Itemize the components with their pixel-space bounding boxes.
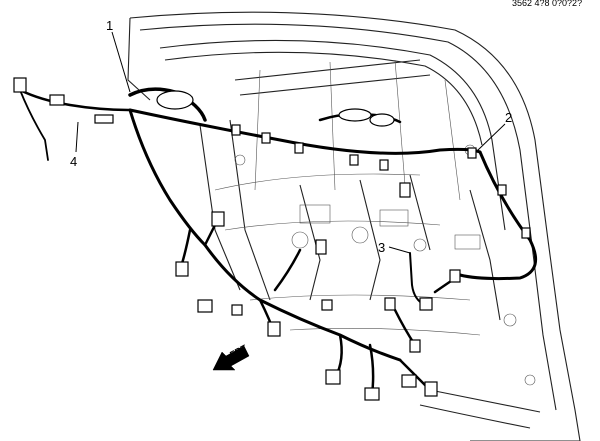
- callout-1: 1: [106, 18, 113, 33]
- connector-mid-3: [175, 261, 189, 277]
- harness-left-connector-run: [18, 88, 132, 112]
- callout-leaders: [75, 31, 506, 254]
- connector-mid-1: [211, 211, 225, 227]
- connector-upper-2: [261, 132, 271, 144]
- callout-3: 3: [378, 240, 385, 255]
- connector-mid-2: [315, 239, 327, 255]
- connector-right-2: [497, 184, 507, 196]
- harness-center-drop: [203, 243, 402, 362]
- connector-upper-3: [294, 142, 304, 154]
- connector-left-3: [94, 114, 114, 124]
- connector-left-1: [13, 77, 27, 93]
- harness-connectors: [13, 77, 531, 401]
- arrow-left-down-icon: [212, 345, 250, 371]
- connector-upper-1: [231, 124, 241, 136]
- connector-low-3: [401, 374, 417, 388]
- connector-mid-6: [267, 321, 281, 337]
- grommet-left: [156, 90, 194, 110]
- connector-mid-8: [384, 297, 396, 311]
- callout-2: 2: [505, 110, 512, 125]
- harness-right-run: [458, 150, 538, 281]
- connector-upper-5: [379, 159, 389, 171]
- connector-upper-6: [399, 182, 411, 198]
- leader-1: [111, 31, 131, 93]
- harness-branch-b: [273, 248, 302, 292]
- connector-low-4: [424, 381, 438, 397]
- harness-left-tail: [19, 89, 49, 161]
- connector-low-5: [409, 339, 421, 353]
- liftgate-inner-detail: [214, 59, 536, 386]
- connector-low-2: [364, 387, 380, 401]
- corner-reference-number: 3562 4?8 0?0?2?: [512, 0, 582, 8]
- callout-4: 4: [70, 154, 77, 169]
- wiring-harness: [18, 87, 538, 397]
- connector-low-1: [325, 369, 341, 385]
- connector-sensor-3: [419, 297, 433, 311]
- harness-upper-run: [128, 108, 482, 155]
- connector-upper-4: [349, 154, 359, 166]
- connector-mid-4: [197, 299, 213, 313]
- harness-sensor-3: [409, 252, 426, 306]
- connector-right-4: [449, 269, 461, 283]
- callout-labels: 1 2 3 4: [70, 18, 512, 255]
- connector-left-2: [49, 94, 65, 106]
- liftgate-panel: [127, 11, 581, 441]
- leader-3: [388, 246, 411, 254]
- leader-4: [75, 121, 79, 153]
- frt-indicator: FRT: [212, 342, 250, 371]
- connector-mid-7: [321, 299, 333, 311]
- harness-left-drop: [128, 108, 207, 247]
- connector-right-1: [467, 147, 477, 159]
- grommet-upper-2: [369, 113, 395, 127]
- leader-2: [477, 123, 506, 151]
- connector-mid-5: [231, 304, 243, 316]
- connector-right-3: [521, 227, 531, 239]
- grommet-upper: [338, 108, 372, 122]
